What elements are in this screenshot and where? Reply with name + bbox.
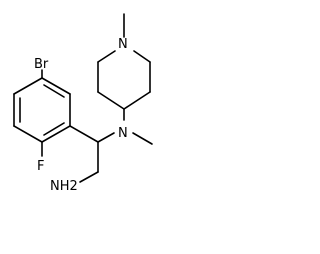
bond-ch2-nh2 (79, 171, 99, 183)
molecule-drawing: Br F N N NH2 (13, 13, 153, 194)
atom-f: F (37, 159, 44, 174)
bond-ring-1 (41, 77, 71, 95)
atom-labels: Br F N N NH2 (34, 37, 128, 194)
atom-br: Br (34, 57, 49, 72)
bond-ring-double-1 (43, 84, 65, 98)
bond-pip-6 (123, 91, 151, 110)
bond-pip-1 (97, 91, 125, 110)
bond-ring-6 (13, 77, 43, 95)
bond-ch-n (97, 132, 115, 143)
bond-pip-4 (133, 50, 151, 63)
atom-amine-n: N (118, 126, 128, 141)
structure-canvas: Br F N N NH2 (13, 13, 153, 194)
bond-pip-3 (97, 50, 116, 63)
bond-ring-double-2 (43, 122, 65, 136)
atom-ring-n: N (118, 37, 128, 52)
bond-ring-3 (41, 125, 71, 143)
atom-nh2: NH2 (50, 179, 78, 194)
bonds (13, 13, 153, 183)
bond-ring-4 (13, 125, 43, 143)
bond-n-methyl (132, 132, 153, 145)
bond-ring-ch (69, 125, 99, 143)
